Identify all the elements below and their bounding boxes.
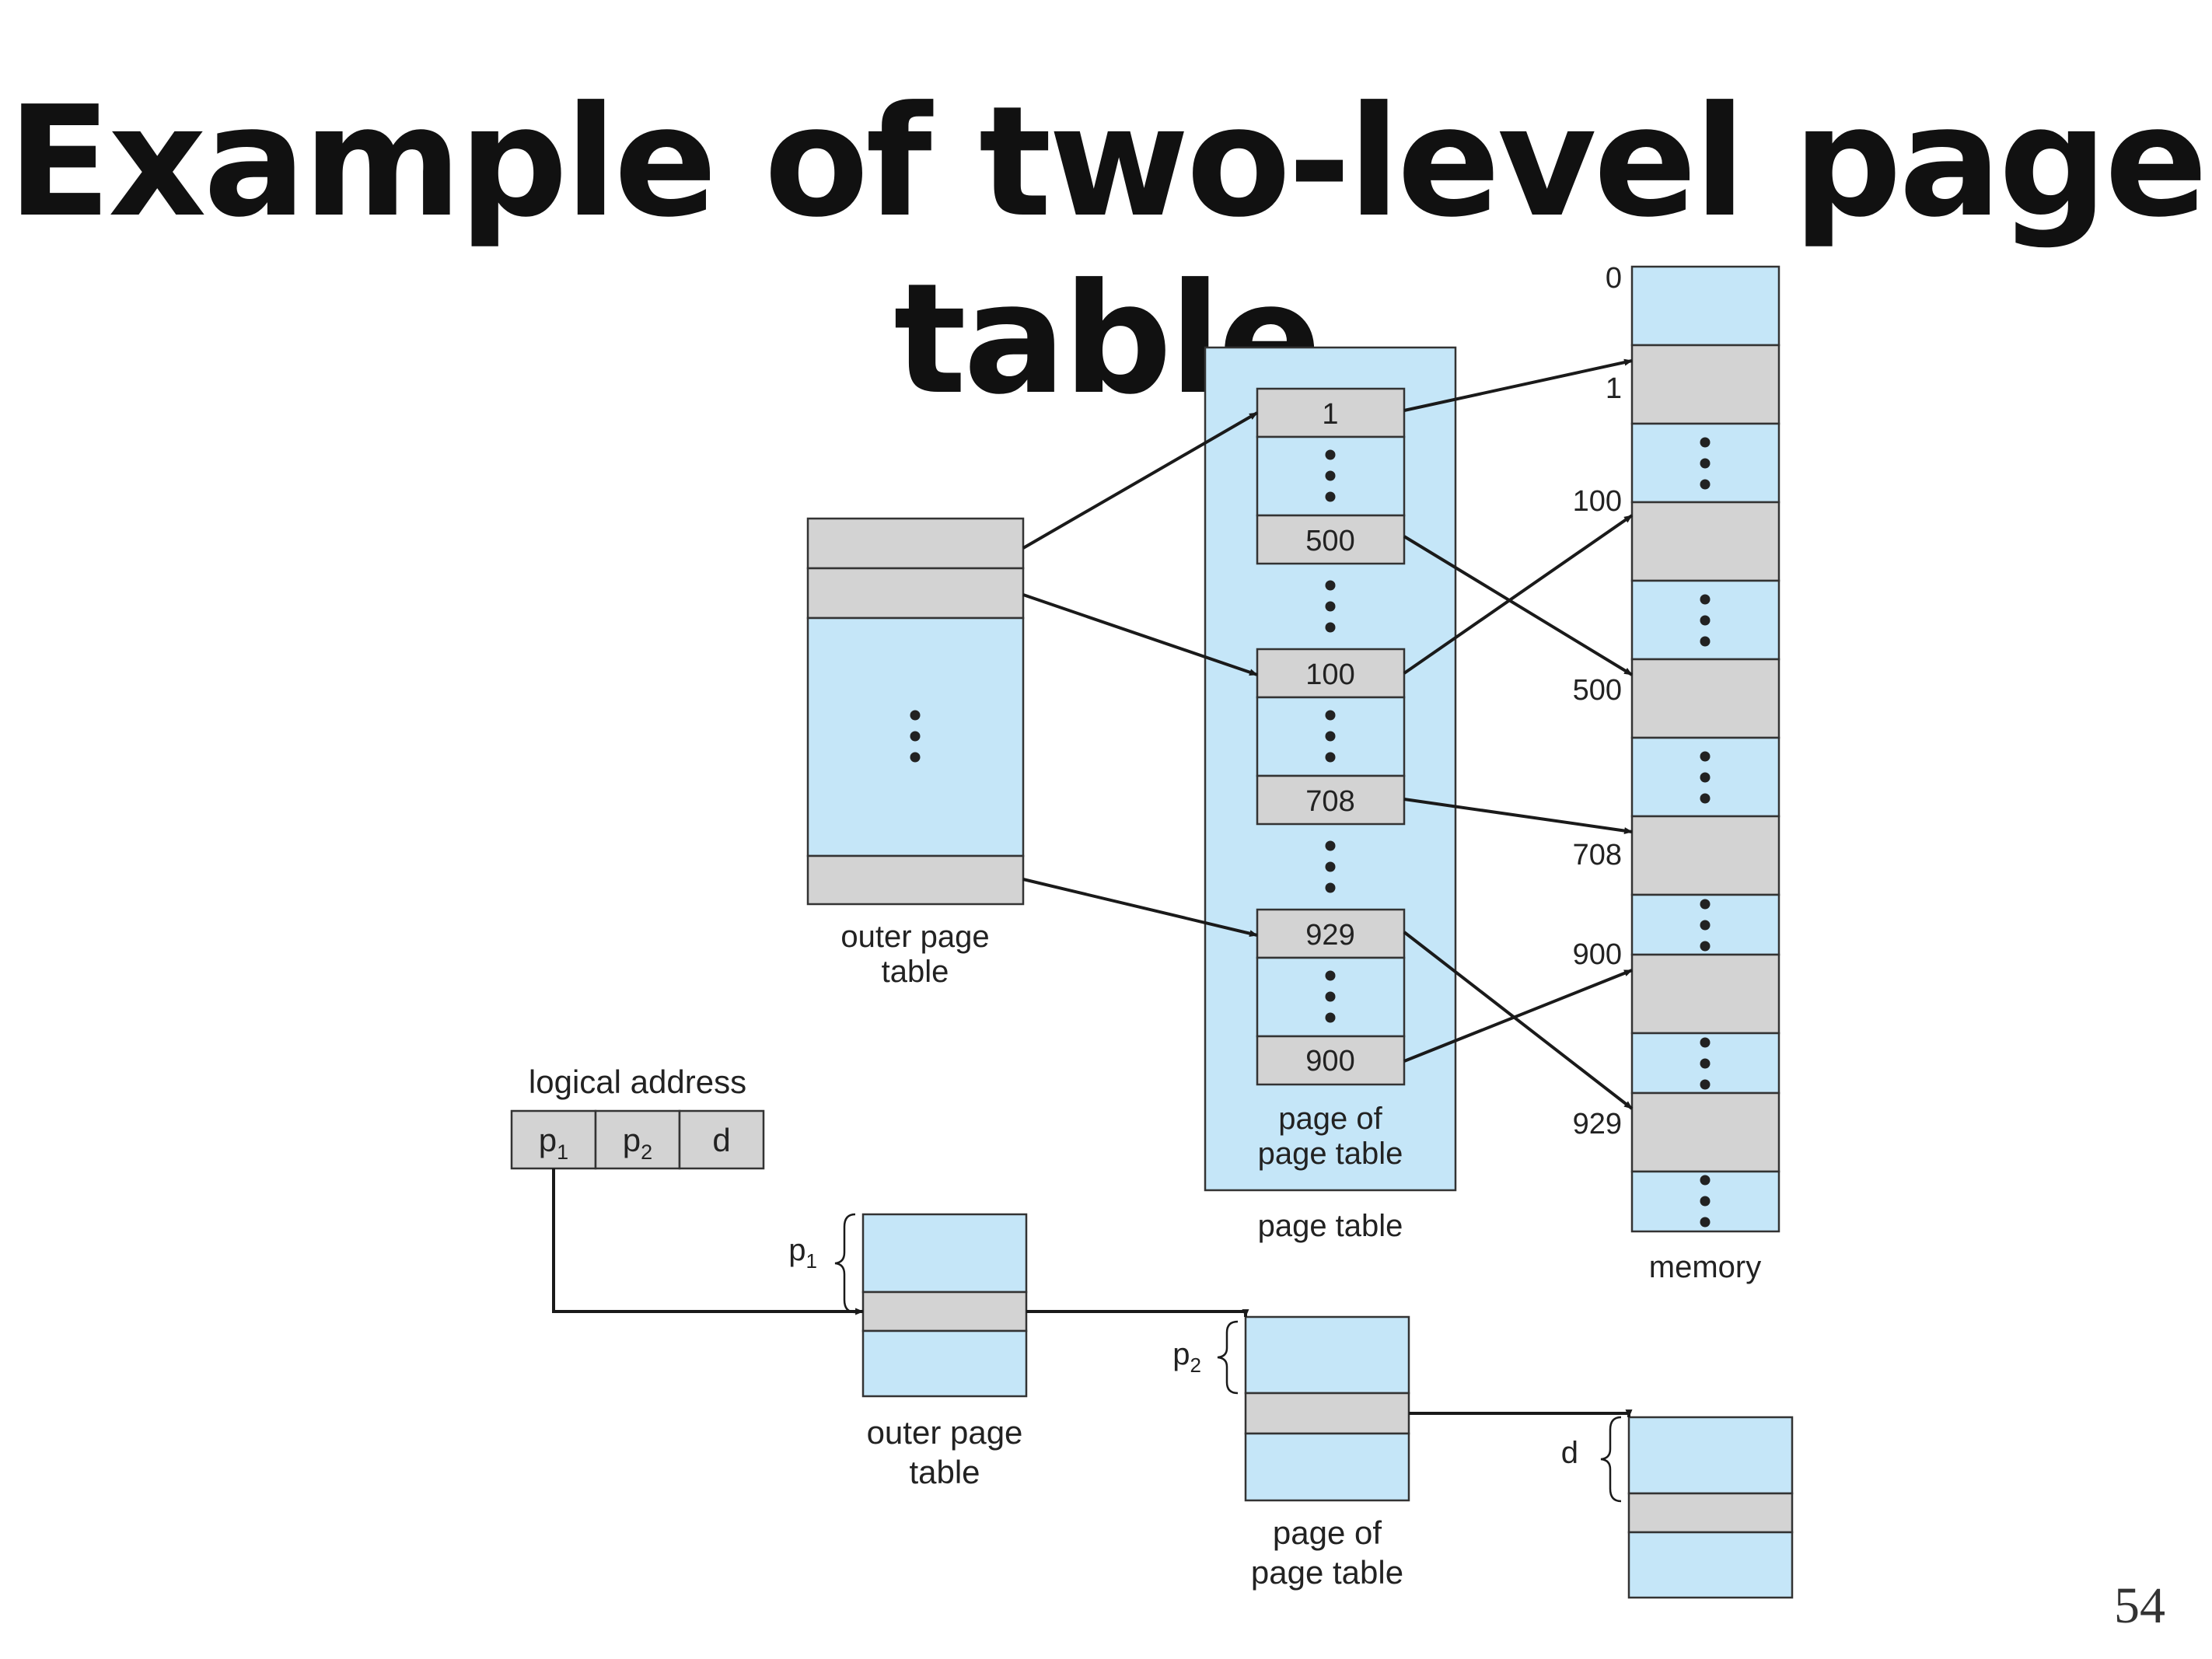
ellipsis-icon [1325,580,1336,633]
entry-900 [1256,1035,1406,1086]
outer-table-entry-last [806,854,1025,906]
ellipsis-icon [1700,594,1711,647]
mem-upper [1627,1416,1794,1495]
translation-arrows [552,1168,1633,1418]
entry-708 [1256,774,1406,826]
logical-address: logical address p1 p2 d [510,1064,765,1170]
ellipsis-icon [1700,1037,1711,1090]
arrow-p1-to-outer [552,1168,864,1315]
entry-708-label: 708 [1305,785,1354,818]
brace-d [1600,1416,1622,1503]
ppt-upper [1244,1315,1410,1395]
arrow-900-to-mem900 [1403,969,1633,1063]
mapping-arrows [1022,358,1634,1110]
entry-500 [1256,514,1406,565]
page-of-page-table-label-line2: page table [1251,1554,1403,1591]
page-of-page-table-2: 100 708 [1256,648,1406,826]
page-of-page-table-label-line2: page table [1258,1137,1403,1171]
ellipsis-icon [910,710,921,763]
brace-p2-label: p2 [1172,1337,1201,1377]
arrow-ppt-to-mem [1409,1409,1633,1418]
page-of-page-table-label-line1: page of [1273,1514,1382,1551]
brace-d-label: d [1561,1436,1578,1470]
arrow-708-to-mem708 [1403,798,1633,835]
field-p2 [594,1109,681,1170]
outer-table-upper [861,1213,1028,1294]
ellipsis-icon [1700,437,1711,490]
outer-table-entry-1 [806,517,1025,570]
brace-p1-label: p1 [788,1233,817,1273]
ppt-selected-entry [1244,1392,1410,1435]
entry-929-label: 929 [1305,919,1354,952]
arrow-929-to-mem929 [1403,931,1634,1110]
memory-frame-1 [1630,344,1780,425]
page-table-top: 1 500 100 708 929 [1204,346,1457,1243]
memory-address-0: 0 [1606,262,1622,295]
memory-address-1: 1 [1606,372,1622,405]
memory-page-bottom: d [1561,1416,1794,1599]
logical-address-label: logical address [529,1064,746,1100]
memory-address-708: 708 [1573,839,1622,871]
outer-page-table-label-line1: outer page [867,1414,1023,1451]
entry-100 [1256,648,1406,699]
entry-1-label: 1 [1322,398,1338,431]
outer-page-table-bottom: p1 outer page table [788,1213,1028,1490]
ellipsis-icon [1325,710,1336,763]
memory-column: 0 1 100 500 708 900 929 memory [1573,262,1780,1284]
memory-frame-100 [1630,501,1780,582]
outer-table-selected-entry [861,1291,1028,1332]
memory-frame-500 [1630,658,1780,739]
mem-lower [1627,1531,1794,1599]
memory-address-100: 100 [1573,485,1622,518]
arrow-outer-to-ppt1 [1022,411,1259,550]
memory-frame-929 [1630,1091,1780,1173]
entry-500-label: 500 [1305,525,1354,557]
ellipsis-icon [1325,449,1336,502]
page-of-page-table-label-line1: page of [1278,1102,1382,1136]
arrow-outer-to-ppt2 [1022,593,1258,676]
memory-frame-708 [1630,815,1780,896]
ellipsis-icon [1325,840,1336,893]
memory-address-929: 929 [1573,1108,1622,1140]
arrow-500-to-mem500 [1403,535,1634,676]
outer-page-table-top: outer page table [806,517,1025,989]
memory-label: memory [1649,1250,1761,1284]
page-of-page-table-bottom: p2 page of page table [1172,1315,1410,1591]
page-table-label: page table [1258,1209,1403,1243]
entry-1 [1256,387,1406,438]
outer-page-table-label-line1: outer page [840,920,989,954]
memory-address-500: 500 [1573,674,1622,707]
memory-frame-0 [1630,265,1780,347]
field-p2-label: p2 [623,1122,652,1164]
field-p1 [510,1109,597,1170]
ellipsis-icon [1700,1175,1711,1228]
ellipsis-icon [1325,970,1336,1023]
arrow-100-to-mem100 [1403,514,1634,675]
entry-900-label: 900 [1305,1045,1354,1077]
outer-page-table-label-line2: table [909,1454,980,1490]
brace-p2 [1217,1320,1239,1395]
memory-frame-900 [1630,953,1780,1035]
outer-table-lower [861,1329,1028,1398]
page-title: Example of two-level page table [7,74,2207,428]
page-of-page-table-1: 1 500 [1256,387,1406,565]
arrow-outer-to-ppt [1026,1309,1249,1318]
ellipsis-icon [1700,751,1711,804]
memory-address-900: 900 [1573,938,1622,971]
ellipsis-icon [1700,899,1711,952]
field-d [678,1109,765,1170]
brace-p1 [834,1213,856,1314]
outer-table-entry-2 [806,567,1025,620]
entry-100-label: 100 [1305,658,1354,691]
ppt-lower [1244,1432,1410,1502]
field-p1-label: p1 [539,1122,568,1164]
outer-page-table-label-line2: table [882,955,949,989]
page-number: 54 [2114,1577,2165,1634]
field-d-label: d [712,1122,730,1158]
arrow-1-to-mem1 [1403,358,1633,412]
arrow-outer-to-ppt3 [1022,878,1258,938]
mem-target-entry [1627,1492,1794,1534]
page-of-page-table-3: 929 900 [1256,908,1406,1086]
